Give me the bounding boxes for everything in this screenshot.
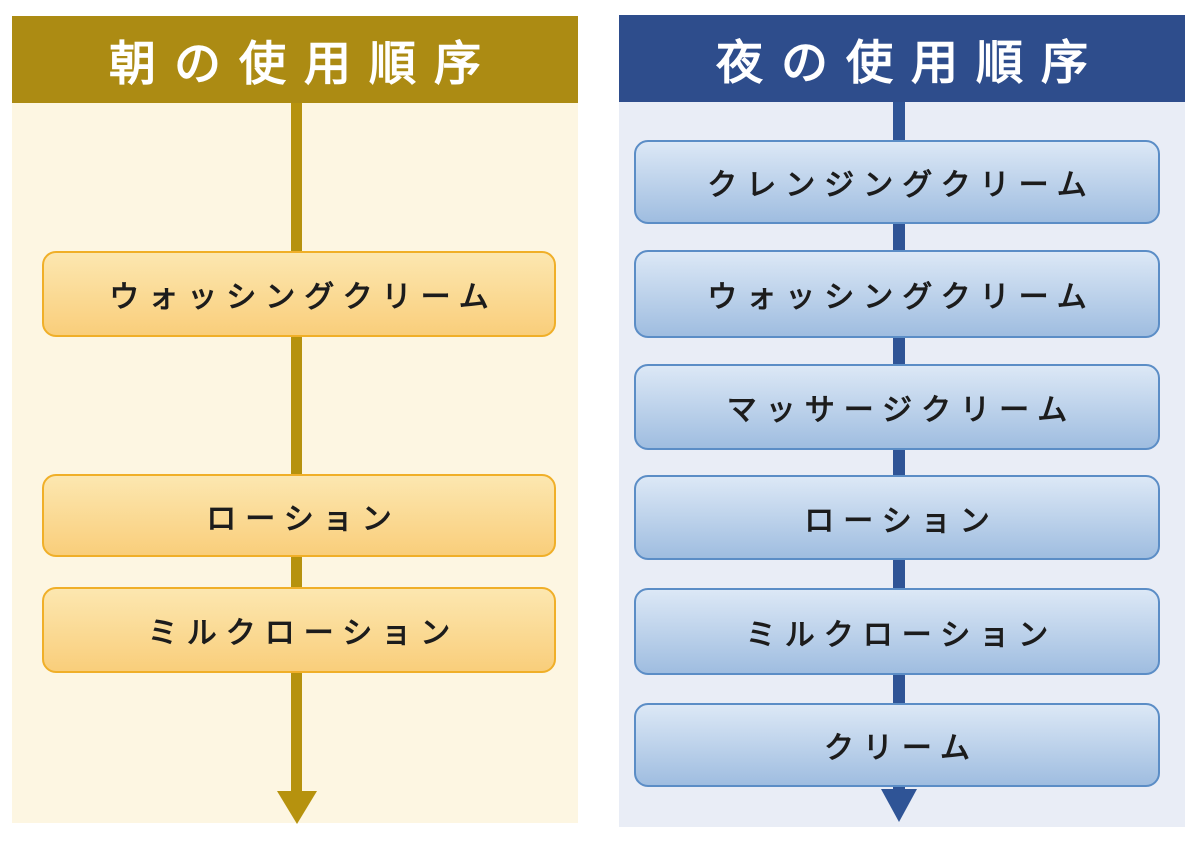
night-step-5: ミルクローション xyxy=(634,588,1160,675)
night-routine-panel: 夜の使用順序 クレンジングクリーム ウォッシングクリーム マッサージクリーム ロ… xyxy=(619,15,1185,827)
morning-routine-panel: 朝の使用順序 ウォッシングクリーム ローション ミルクローション xyxy=(12,16,578,824)
night-down-arrow-icon xyxy=(881,789,917,822)
morning-panel-title: 朝の使用順序 xyxy=(12,16,578,103)
morning-step-2: ローション xyxy=(42,474,556,557)
morning-down-arrow-icon xyxy=(277,791,317,824)
night-step-6: クリーム xyxy=(634,703,1160,787)
morning-step-1: ウォッシングクリーム xyxy=(42,251,556,337)
morning-step-3: ミルクローション xyxy=(42,587,556,673)
night-panel-body: クレンジングクリーム ウォッシングクリーム マッサージクリーム ローション ミル… xyxy=(619,102,1185,827)
morning-flow-arrow-line xyxy=(291,103,302,791)
morning-panel-body: ウォッシングクリーム ローション ミルクローション xyxy=(12,103,578,824)
night-panel-title: 夜の使用順序 xyxy=(619,15,1185,102)
night-step-4: ローション xyxy=(634,475,1160,560)
night-step-3: マッサージクリーム xyxy=(634,364,1160,450)
night-step-1: クレンジングクリーム xyxy=(634,140,1160,224)
night-step-2: ウォッシングクリーム xyxy=(634,250,1160,338)
